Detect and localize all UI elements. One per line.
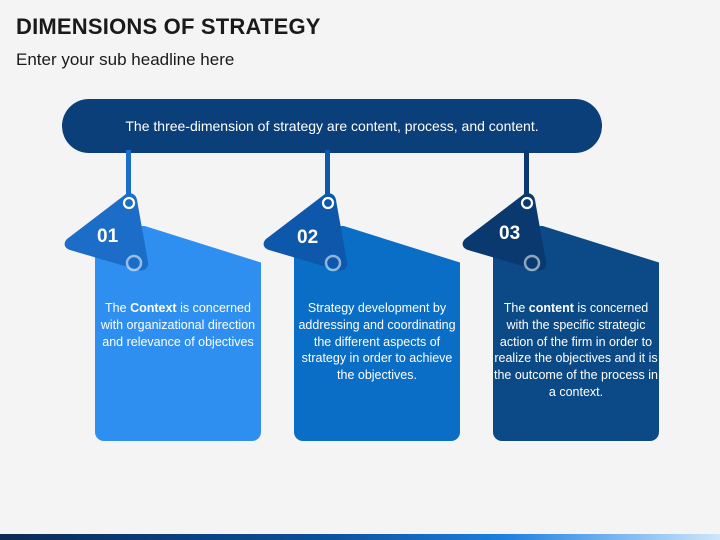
number-tag-2	[263, 193, 348, 272]
card-number-2: 02	[297, 227, 319, 248]
connector-3	[524, 150, 529, 196]
footer-gradient-bar	[0, 534, 720, 540]
card-number-3: 03	[499, 223, 521, 244]
number-tag-1	[64, 193, 149, 272]
card-text-2: Strategy development by addressing and c…	[298, 301, 456, 383]
banner-text: The three-dimension of strategy are cont…	[125, 118, 539, 134]
summary-banner: The three-dimension of strategy are cont…	[62, 99, 602, 153]
connector-1	[126, 150, 131, 196]
card-number-1: 01	[97, 226, 119, 247]
page-title: DIMENSIONS OF STRATEGY	[16, 14, 321, 39]
number-tag-3	[462, 193, 547, 272]
card-text-3: The content is concerned with the specif…	[494, 301, 658, 399]
page-subtitle: Enter your sub headline here	[16, 50, 235, 69]
connector-2	[325, 150, 330, 196]
card-text-1: The Context is concerned with organizati…	[100, 301, 256, 349]
